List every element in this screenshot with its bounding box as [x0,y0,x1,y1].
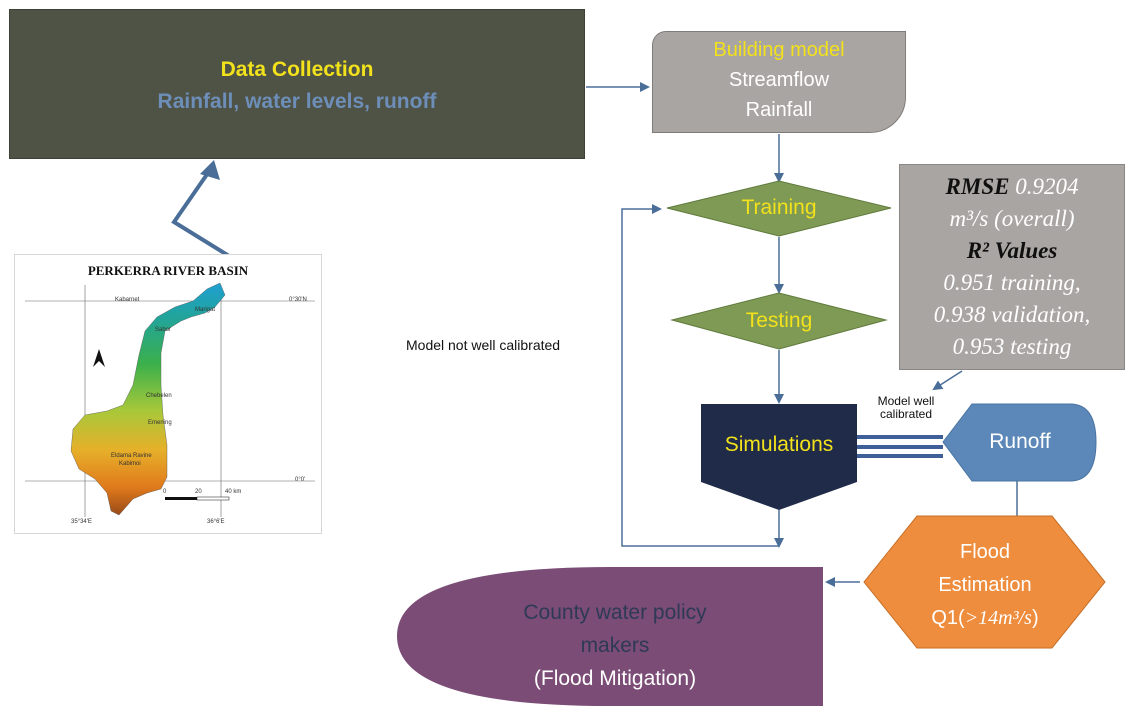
county-line-1: County water policy [523,601,707,624]
testing-diamond [670,292,888,350]
map-lat-top: 0°30'N [289,297,307,303]
annotation-well-calibrated: Model well calibrated [862,395,950,421]
flood-line-1: Flood [959,541,1011,563]
flood-q-suffix: ) [1031,607,1039,629]
county-text: County water policy makers (Flood Mitiga… [440,596,790,695]
rmse-line: RMSE 0.9204 [900,171,1124,203]
county-line-3: (Flood Mitigation) [533,667,697,690]
r2-label: R² Values [966,238,1058,263]
rmse-label: RMSE [945,174,1010,199]
map-graphic [25,282,315,517]
arrow-map-to-data-head [200,160,220,180]
annotation-well-calibrated-2: calibrated [879,407,933,421]
rmse-unit: m³/s (overall) [949,206,1075,231]
training-diamond [666,180,892,237]
data-collection-box: Data Collection Rainfall, water levels, … [9,9,585,159]
building-model-line-streamflow: Streamflow [728,69,830,91]
map-place-4: Chebelen [146,393,172,399]
map-lat-bottom: 0°0' [295,477,306,483]
data-collection-title: Data Collection [220,58,374,81]
map-scale-40: 40 km [225,489,242,495]
map-lon-left: 35°34'E [71,519,92,525]
annotation-well-calibrated-1: Model well [877,394,935,408]
perkerra-basin-map: PERKERRA RIVER BASIN Kabarnet Marigat Sa… [14,254,322,534]
north-arrow-icon [93,349,105,367]
r2-training: 0.951 training, [943,270,1081,295]
map-title: PERKERRA RIVER BASIN [87,263,249,278]
simulations-label: Simulations [724,433,834,456]
map-scale-0: 0 [163,489,167,495]
annotation-not-calibrated: Model not well calibrated [406,337,561,353]
county-shape [397,567,823,706]
flood-q-prefix: Q1( [931,607,965,629]
county-line-2: makers [580,634,650,657]
arrow-stats-to-runoff [932,370,963,391]
flood-text: Flood Estimation Q1(>14m³/s) [878,536,1092,635]
map-place-6: Eldama Ravine [111,453,152,459]
feedback-loop-line [621,204,779,547]
flood-hexagon [863,515,1106,649]
simulations-shape [701,404,857,510]
building-model-line-rainfall: Rainfall [745,99,813,121]
map-place-2: Marigat [195,307,216,313]
building-model-box: Building model Streamflow Rainfall [652,31,906,133]
rmse-value: 0.9204 [1015,174,1079,199]
basin-shape [70,282,226,516]
r2-validation: 0.938 validation, [933,302,1091,327]
map-place-5: Emening [148,420,172,426]
flood-line-3: Q1(>14m³/s) [878,602,1092,635]
arrow-map-to-data [171,168,231,258]
model-statistics-box: RMSE 0.9204 m³/s (overall) R² Values 0.9… [899,164,1125,370]
map-place-3: Sabor [155,327,172,333]
map-scale-20: 20 [195,489,202,495]
runoff-shape [942,403,1097,482]
runoff-label: Runoff [989,430,1051,453]
map-place-7: Kabimoi [119,461,141,467]
building-model-title: Building model [713,39,845,61]
training-label: Training [741,196,817,219]
map-place-1: Kabarnet [115,297,140,303]
r2-testing: 0.953 testing [952,334,1072,359]
testing-label: Testing [745,309,813,332]
flood-q-value: >14m³/s [964,607,1032,629]
flood-line-2: Estimation [938,574,1032,596]
map-lon-right: 36°6'E [207,519,225,525]
data-collection-subtitle: Rainfall, water levels, runoff [157,90,437,113]
